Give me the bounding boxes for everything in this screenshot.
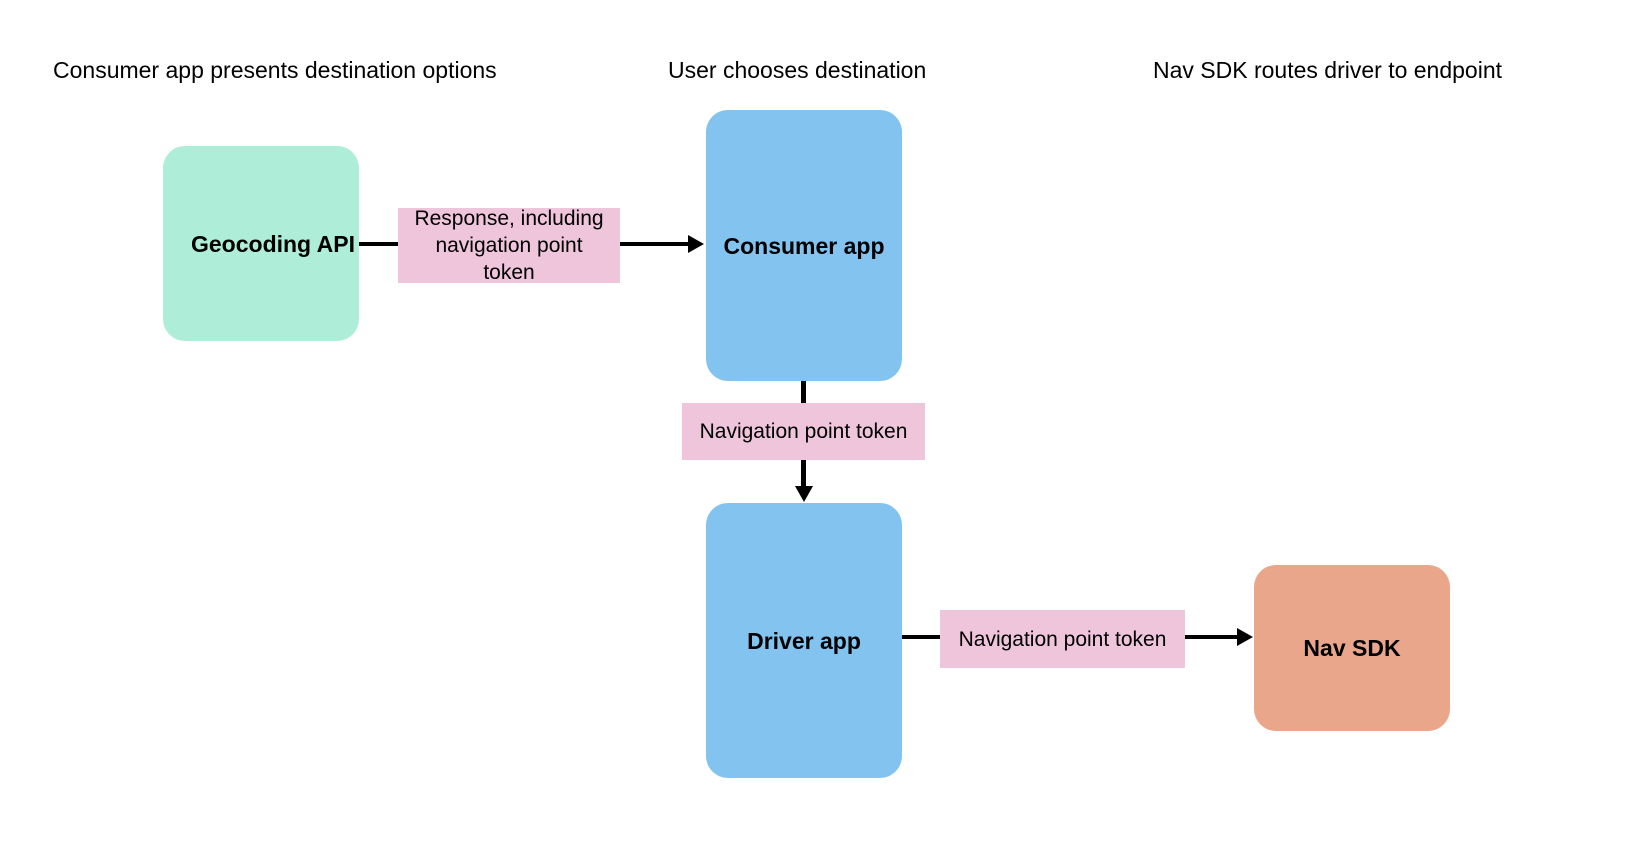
node-nav-sdk-label: Nav SDK (1303, 635, 1401, 661)
edge-label-line: token (483, 261, 535, 284)
edge-label-line: navigation point (435, 234, 583, 257)
node-driver-app[interactable]: Driver app (706, 503, 902, 778)
node-driver-app-label: Driver app (747, 627, 861, 654)
stage-header-nav-sdk-routes-driver: Nav SDK routes driver to endpoint (1153, 57, 1503, 83)
edge-label-line: Navigation point token (699, 420, 908, 443)
edge-label-navigation-point-token-consumer-to-driver: Navigation point token (682, 403, 925, 460)
stage-header-user-chooses-destination: User chooses destination (668, 57, 927, 83)
node-consumer-app-label: Consumer app (723, 232, 885, 259)
edge-label-navigation-point-token-driver-to-nav-sdk: Navigation point token (940, 610, 1185, 668)
edge-label-line: Response, including (414, 207, 604, 230)
node-geocoding-api[interactable]: Geocoding API (163, 146, 359, 341)
node-geocoding-api-label: Geocoding API (191, 230, 355, 257)
stage-header-consumer-app-presents: Consumer app presents destination option… (53, 57, 497, 83)
node-nav-sdk[interactable]: Nav SDK (1254, 565, 1450, 731)
edge-label-line: Navigation point token (958, 627, 1167, 651)
connector-token-label-to-nav-sdk (1185, 635, 1237, 639)
connector-geocoding-to-response-label (359, 242, 399, 246)
connector-consumer-app-to-token-label (801, 381, 806, 405)
connector-token-label-to-driver-app (801, 460, 806, 488)
arrow-down-icon-to-driver-app (795, 486, 813, 502)
connector-driver-app-to-token-label (902, 635, 942, 639)
connector-response-label-to-consumer-app (620, 242, 688, 246)
arrow-right-icon-to-consumer-app (688, 235, 704, 253)
arrow-right-icon-to-nav-sdk (1237, 628, 1253, 646)
node-consumer-app[interactable]: Consumer app (706, 110, 902, 381)
edge-label-response-including-navigation-point-token: Response, including navigation point tok… (398, 207, 620, 284)
